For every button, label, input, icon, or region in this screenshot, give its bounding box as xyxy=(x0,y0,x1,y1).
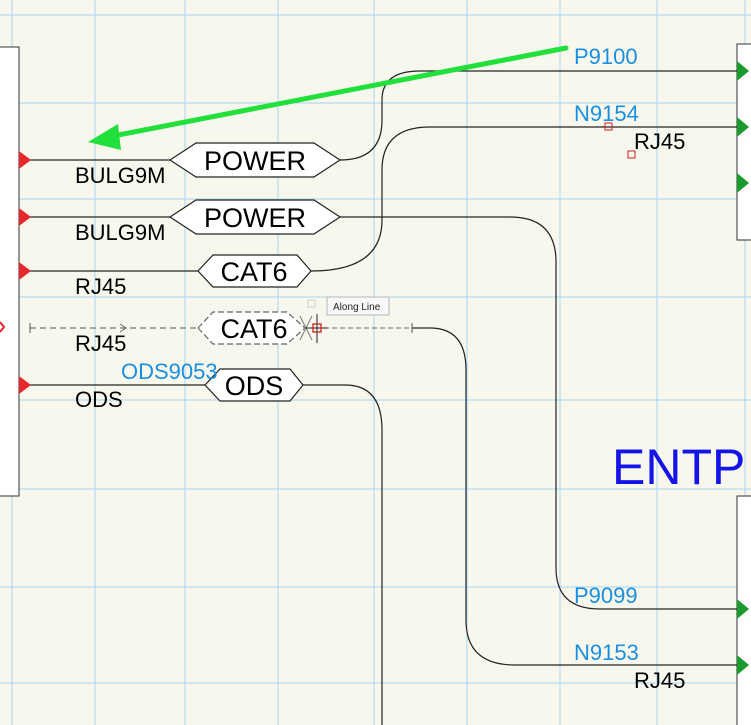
tag-cat6-2-label: CAT6 xyxy=(220,314,287,344)
wire-p9099 xyxy=(340,216,737,610)
wire-id-p9099: P9099 xyxy=(574,583,638,608)
right-device-box-top[interactable] xyxy=(736,43,751,241)
tag-ods-label: ODS xyxy=(225,371,284,401)
wires xyxy=(30,70,737,725)
left-device-box[interactable] xyxy=(0,46,20,497)
cable-label: RJ45 xyxy=(75,274,126,299)
wire-id-p9100: P9100 xyxy=(574,44,638,69)
crosshair-icon xyxy=(299,299,328,343)
tag-power-1-label: POWER xyxy=(204,146,306,176)
cable-label: ODS xyxy=(75,387,123,412)
cable-label: BULG9M xyxy=(75,220,165,245)
triangle-right-icon xyxy=(19,151,31,169)
wire-id-ods9053: ODS9053 xyxy=(121,359,218,384)
wire-n9153 xyxy=(412,327,737,666)
tooltip: Along Line xyxy=(326,296,390,316)
wire-ods-right xyxy=(303,384,383,725)
wire-n9154 xyxy=(310,126,737,272)
triangle-right-icon xyxy=(737,599,749,619)
cable-label: RJ45 xyxy=(75,331,126,356)
triangle-right-icon xyxy=(737,117,749,137)
triangle-right-icon xyxy=(737,655,749,675)
triangle-right-icon xyxy=(737,61,749,81)
triangle-right-icon xyxy=(19,208,31,226)
tag-ods[interactable]: ODS xyxy=(204,368,304,402)
tag-power-2-label: POWER xyxy=(204,203,306,233)
wire-id-n9153: N9153 xyxy=(574,640,639,665)
tag-cat6-1[interactable]: CAT6 xyxy=(197,254,312,288)
tag-power-2[interactable]: POWER xyxy=(168,199,342,235)
wire-id-n9154: N9154 xyxy=(574,101,639,126)
selection-handle[interactable] xyxy=(627,150,636,159)
triangle-right-icon xyxy=(19,376,31,394)
right-port-arrows xyxy=(737,61,749,675)
tag-cat6-1-label: CAT6 xyxy=(220,257,287,287)
triangle-right-icon xyxy=(19,262,31,280)
rj45-bottom-label: RJ45 xyxy=(634,668,685,693)
device-title: ENTP xyxy=(612,439,745,495)
wire-p9100 xyxy=(339,70,737,161)
selection-handle[interactable] xyxy=(604,122,613,131)
triangle-right-icon xyxy=(0,321,6,333)
left-port-arrows xyxy=(0,151,31,394)
cable-label: BULG9M xyxy=(75,163,165,188)
rj45-top-label: RJ45 xyxy=(634,129,685,154)
triangle-right-icon xyxy=(737,173,749,193)
tooltip-text: Along Line xyxy=(333,302,381,313)
arrow-pointer-icon xyxy=(88,45,569,150)
tag-power-1[interactable]: POWER xyxy=(168,142,342,178)
tag-cat6-2[interactable]: CAT6 xyxy=(197,311,306,345)
